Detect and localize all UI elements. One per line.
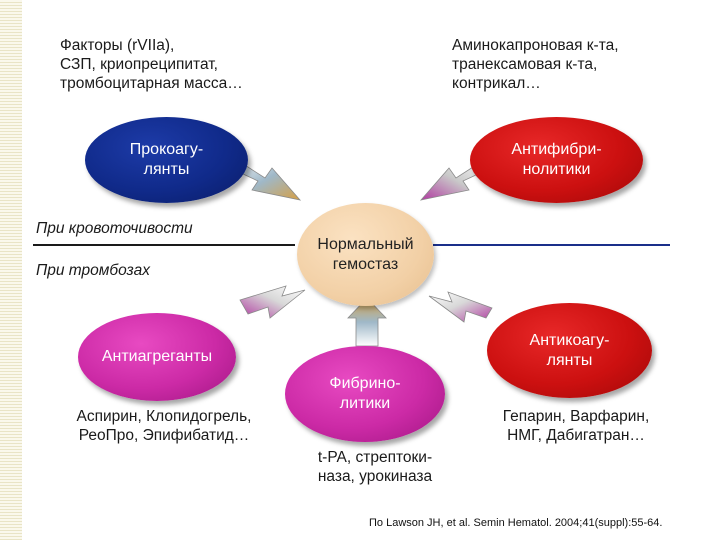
normal-hemostasis-oval: Нормальный гемостаз (297, 203, 434, 306)
anticoagulants-oval: Антикоагу- лянты (487, 303, 652, 398)
fibrinolytics-examples: t-PA, стрептоки- наза, урокиназа (317, 449, 433, 485)
antifibrinolytics-oval: Антифибри- нолитики (470, 117, 643, 203)
arrow-bottom-left (239, 285, 306, 319)
antiaggregants-examples: Аспирин, Клопидогрель, РеоПро, Эпифибати… (76, 408, 252, 444)
antiaggregants-oval: Антиагреганты (78, 313, 236, 401)
bleeding-divider (33, 244, 295, 246)
arrow-bottom-right (428, 291, 493, 323)
citation: По Lawson JH, et al. Semin Hematol. 2004… (369, 517, 663, 529)
top-left-text: Факторы (rVIIa), СЗП, криопреципитат, тр… (60, 37, 243, 92)
thrombosis-label: При тромбозах (36, 262, 150, 279)
bleeding-divider-right (433, 244, 670, 246)
fibrinolytics-oval: Фибрино- литики (285, 346, 445, 442)
procoagulants-oval: Прокоагу- лянты (85, 117, 248, 203)
arrow-bottom-center (347, 297, 387, 347)
bleeding-label: При кровоточивости (36, 220, 193, 237)
top-right-text: Аминокапроновая к-та, транексамовая к-та… (452, 37, 619, 92)
anticoagulants-examples: Гепарин, Варфарин, НМГ, Дабигатран… (502, 408, 650, 444)
decorative-side-stripe (0, 0, 22, 540)
